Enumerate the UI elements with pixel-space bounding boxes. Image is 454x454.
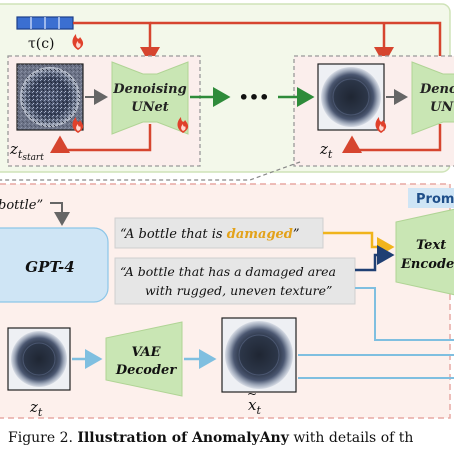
prompt-2-line1: “A bottle that has a damaged area	[120, 264, 336, 279]
red-arrows-top	[73, 21, 442, 65]
zoom-connector	[0, 161, 301, 181]
unet2-label-line2: UN	[430, 100, 454, 115]
condition-token-icon	[16, 16, 74, 30]
vae-line2: Decoder	[115, 363, 177, 378]
red-loop-arrow-2	[342, 124, 442, 153]
latent-image-t	[317, 63, 385, 131]
latent-image-bottom	[7, 327, 71, 391]
decoded-image	[221, 317, 297, 393]
prompt-box-2	[114, 257, 356, 305]
text-encoder-block	[395, 208, 454, 296]
unet-label-line1: Denoising	[112, 82, 186, 97]
x-tilde-t-label: xt	[248, 396, 261, 417]
prompt-2-line2: with rugged, uneven texture”	[145, 283, 332, 298]
z-t-label-bottom: zt	[29, 398, 43, 419]
vae-decoder-block	[105, 321, 183, 397]
unet-label-line2: UNet	[131, 100, 169, 115]
flame-icon	[72, 117, 84, 133]
prompt-box-1	[114, 217, 324, 249]
gpt4-block	[0, 227, 109, 303]
vae-line1: VAE	[131, 345, 161, 360]
prompt-1: “A bottle that is damaged”	[120, 227, 300, 242]
flame-icon	[72, 34, 84, 50]
text-encoder-line2: Encoder	[400, 257, 454, 272]
ellipsis: •••	[239, 88, 270, 107]
denoising-unet-block-2	[411, 61, 454, 135]
red-loop-arrow-1	[50, 124, 152, 153]
gpt4-label: GPT-4	[25, 258, 74, 276]
tilde-mark: ~	[247, 387, 257, 401]
z-t-start-label: ztstart	[9, 140, 44, 163]
text-encoder-line1: Text	[416, 238, 446, 253]
unet2-label-line1: Deno	[419, 82, 454, 97]
figure-caption: Figure 2. Illustration of AnomalyAny wit…	[8, 430, 413, 446]
denoising-unet-block	[111, 61, 189, 135]
noisy-latent-image	[16, 63, 84, 131]
light-blue-line-prompt	[355, 287, 454, 341]
z-t-label-top: zt	[319, 140, 333, 161]
flame-icon	[177, 117, 189, 133]
prompt-tab	[408, 188, 454, 208]
prompt-tab-label: Prom	[416, 192, 454, 207]
tau-label: τ(c)	[28, 36, 55, 52]
input-class-text: bottle”	[0, 198, 43, 213]
input-arrow	[50, 202, 70, 226]
flame-icon	[375, 117, 387, 133]
navy-arrow	[355, 245, 395, 272]
